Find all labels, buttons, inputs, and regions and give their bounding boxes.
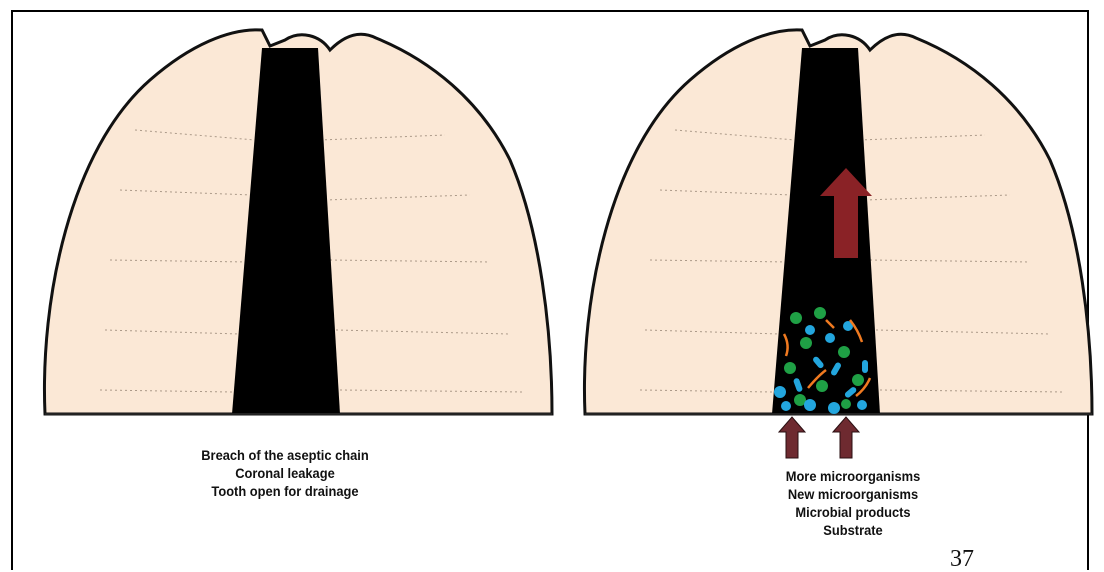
caption-line: Tooth open for drainage [147,482,423,500]
arrow-up-icon [833,417,859,458]
caption-line: Microbial products [715,503,991,521]
left-tooth [44,30,552,414]
slide-number: 37 [950,547,974,571]
caption-line: Breach of the aseptic chain [147,446,423,464]
caption-line: New microorganisms [715,485,991,503]
caption-line: Coronal leakage [147,464,423,482]
caption-line: Substrate [715,521,991,539]
caption-line: More microorganisms [715,467,991,485]
left-caption: Breach of the aseptic chain Coronal leak… [147,446,423,500]
right-caption: More microorganisms New microorganisms M… [715,467,991,539]
arrow-up-icon [779,417,805,458]
